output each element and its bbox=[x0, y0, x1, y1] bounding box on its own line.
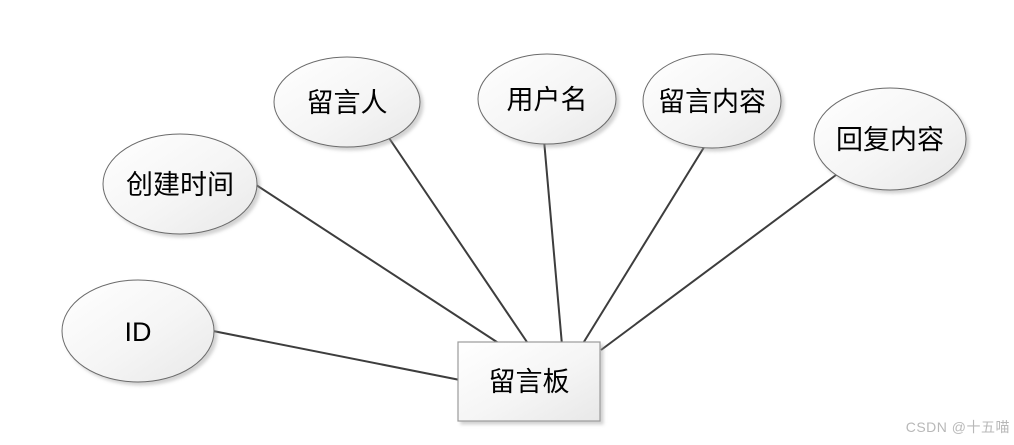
attribute-label-creation-time: 创建时间 bbox=[126, 170, 234, 200]
connector-reply-content-to-entity bbox=[600, 174, 837, 351]
attribute-node-message-content: 留言内容 bbox=[642, 53, 782, 149]
connector-username-to-entity bbox=[543, 139, 563, 346]
attribute-label-commenter: 留言人 bbox=[307, 88, 388, 118]
attribute-node-username: 用户名 bbox=[477, 53, 617, 145]
attribute-ellipse-username bbox=[477, 53, 617, 145]
attribute-node-id: ID bbox=[61, 279, 215, 383]
connector-lines bbox=[207, 134, 837, 382]
attribute-label-reply-content: 回复内容 bbox=[836, 125, 944, 155]
entity-rect-message-board bbox=[457, 341, 601, 422]
watermark: CSDN @十五喵 bbox=[905, 419, 1010, 435]
attribute-label-username: 用户名 bbox=[507, 85, 588, 115]
connector-message-content-to-entity bbox=[581, 143, 707, 346]
attribute-node-reply-content: 回复内容 bbox=[813, 87, 967, 191]
attribute-ellipse-id bbox=[61, 279, 215, 383]
attribute-ellipse-reply-content bbox=[813, 87, 967, 191]
attribute-ellipse-commenter bbox=[273, 56, 421, 148]
entity-node-message-board: 留言板 bbox=[457, 341, 601, 422]
attribute-ellipse-message-content bbox=[642, 53, 782, 149]
attribute-ellipse-creation-time bbox=[102, 133, 258, 235]
attribute-node-creation-time: 创建时间 bbox=[102, 133, 258, 235]
attribute-label-message-content: 留言内容 bbox=[658, 87, 766, 117]
entity-label-message-board: 留言板 bbox=[489, 367, 570, 397]
connector-commenter-to-entity bbox=[386, 134, 530, 346]
connector-id-to-entity bbox=[207, 329, 466, 382]
attribute-label-id: ID bbox=[125, 317, 152, 347]
attribute-node-commenter: 留言人 bbox=[273, 56, 421, 148]
connector-creation-time-to-entity bbox=[249, 180, 504, 347]
